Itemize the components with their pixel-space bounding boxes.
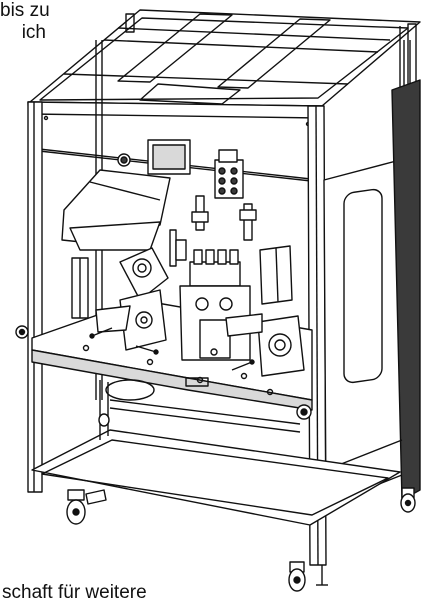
- text-fragment-top-left: bis zu ich: [0, 0, 50, 44]
- machine-assembly-left: [71, 247, 169, 351]
- casters: [66, 413, 416, 592]
- text-fragment-line-1: bis zu: [0, 0, 50, 21]
- side-panel-right: [323, 79, 421, 506]
- machine-assembly-center: [169, 195, 257, 361]
- text-fragment-bottom: schaft für weitere: [0, 582, 147, 604]
- hopper: [61, 169, 171, 251]
- clamp-handles: [89, 327, 255, 371]
- lower-frame: [31, 379, 401, 526]
- text-fragment-line-2: ich: [21, 22, 46, 43]
- front-panel: [27, 101, 323, 199]
- table-knobs: [15, 325, 312, 420]
- machine-assembly-right: [225, 245, 305, 377]
